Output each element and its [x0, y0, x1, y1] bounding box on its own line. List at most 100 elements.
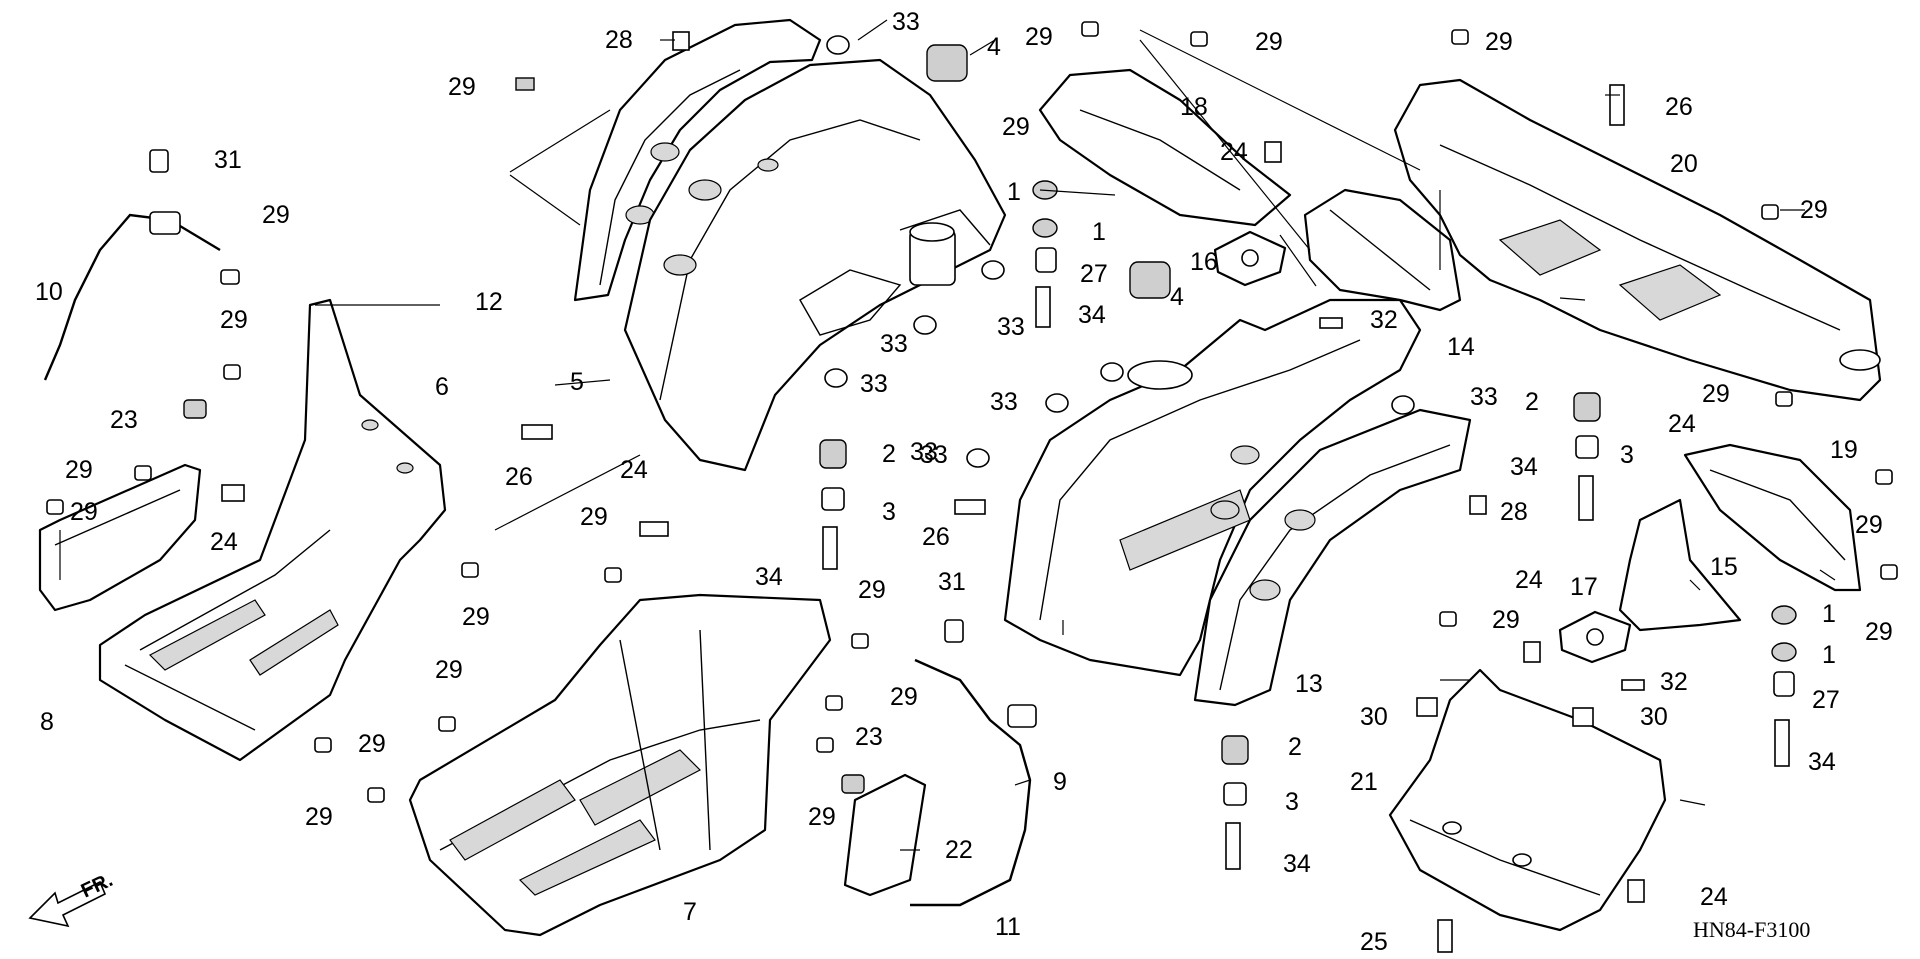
callout-20: 20 — [1670, 150, 1698, 178]
callout-33: 33 — [990, 388, 1018, 416]
callout-33: 33 — [892, 8, 920, 36]
part-13-rear-fender — [1193, 408, 1472, 707]
callout-28: 28 — [1500, 498, 1528, 526]
callout-26: 26 — [505, 463, 533, 491]
callout-34: 34 — [1283, 850, 1311, 878]
callout-33: 33 — [920, 441, 948, 469]
callout-29: 29 — [890, 683, 918, 711]
part-9-rear-inner-fender — [1003, 298, 1422, 677]
part-7-floor-step — [408, 593, 832, 937]
callout-14: 14 — [1447, 333, 1475, 361]
callout-labels: 28 33 4 29 29 29 29 18 29 31 12 29 10 29… — [35, 8, 1893, 956]
part-16-bracket — [1213, 230, 1287, 287]
callout-29: 29 — [1002, 113, 1030, 141]
callout-22: 22 — [945, 836, 973, 864]
callout-4: 4 — [1170, 283, 1184, 311]
part-12-front-fender — [573, 18, 822, 302]
callout-34: 34 — [1510, 453, 1538, 481]
callout-33: 33 — [910, 438, 938, 466]
callout-34: 34 — [1078, 301, 1106, 329]
callout-29: 29 — [580, 503, 608, 531]
callout-3: 3 — [882, 498, 896, 526]
callout-29: 29 — [1485, 28, 1513, 56]
callout-3: 3 — [1620, 441, 1634, 469]
callout-29: 29 — [1800, 196, 1828, 224]
front-direction-arrow: FR. — [28, 869, 116, 928]
part-21-skid-panel — [1388, 668, 1667, 932]
callout-29: 29 — [358, 730, 386, 758]
callout-29: 29 — [1255, 28, 1283, 56]
callout-9: 9 — [1053, 768, 1067, 796]
leader-lines — [59, 19, 1836, 851]
callout-13: 13 — [1295, 670, 1323, 698]
callout-33: 33 — [880, 330, 908, 358]
callout-6: 6 — [435, 373, 449, 401]
callout-29: 29 — [1492, 606, 1520, 634]
callout-29: 29 — [1855, 511, 1883, 539]
callout-2: 2 — [1288, 733, 1302, 761]
callout-29: 29 — [808, 803, 836, 831]
callout-2: 2 — [882, 440, 896, 468]
callout-19: 19 — [1830, 436, 1858, 464]
callout-27: 27 — [1080, 260, 1108, 288]
callout-24: 24 — [210, 528, 238, 556]
part-8-side-panel — [38, 463, 202, 612]
callout-29: 29 — [435, 656, 463, 684]
callout-26: 26 — [1665, 93, 1693, 121]
callout-29: 29 — [1025, 23, 1053, 51]
callout-29: 29 — [1865, 618, 1893, 646]
callout-16: 16 — [1190, 248, 1218, 276]
part-15-side-cover — [1618, 498, 1742, 632]
callout-15: 15 — [1710, 553, 1738, 581]
part-6-front-side-cover — [98, 298, 447, 762]
callout-2: 2 — [1525, 388, 1539, 416]
part-5-front-inner-fender — [623, 58, 1007, 472]
callout-12: 12 — [475, 288, 503, 316]
part-17-bracket — [1558, 610, 1632, 664]
grommets-4 — [926, 44, 1171, 299]
callout-24: 24 — [1700, 883, 1728, 911]
callout-23: 23 — [855, 723, 883, 751]
callout-27: 27 — [1812, 686, 1840, 714]
callout-29: 29 — [220, 306, 248, 334]
callout-29: 29 — [305, 803, 333, 831]
callout-32: 32 — [1370, 306, 1398, 334]
part-20-rear-carrier — [1393, 78, 1882, 402]
callout-5: 5 — [570, 368, 584, 396]
callout-4: 4 — [987, 33, 1001, 61]
callout-24: 24 — [1668, 410, 1696, 438]
callout-29: 29 — [462, 603, 490, 631]
collars — [819, 180, 1797, 806]
callout-18: 18 — [1180, 93, 1208, 121]
callout-29: 29 — [448, 73, 476, 101]
callout-29: 29 — [262, 201, 290, 229]
callout-1: 1 — [1822, 600, 1836, 628]
diagram-code: HN84-F3100 — [1693, 917, 1810, 942]
callout-29: 29 — [1702, 380, 1730, 408]
part-11-stay — [910, 658, 1037, 907]
part-22-reflector — [843, 773, 927, 897]
callout-30: 30 — [1360, 703, 1388, 731]
screw-29 — [46, 21, 1898, 803]
callout-25: 25 — [1360, 928, 1388, 956]
callout-29: 29 — [858, 576, 886, 604]
callout-30: 30 — [1640, 703, 1668, 731]
washers-33 — [824, 35, 1415, 468]
part-14-rear-guard — [1303, 188, 1462, 312]
callout-33: 33 — [1470, 383, 1498, 411]
callout-7: 7 — [683, 898, 697, 926]
callout-21: 21 — [1350, 768, 1378, 796]
callout-23: 23 — [110, 406, 138, 434]
screws-31-32 — [149, 149, 1645, 691]
clips — [183, 31, 1594, 794]
callout-10: 10 — [35, 278, 63, 306]
callout-33: 33 — [997, 313, 1025, 341]
part-10-stay — [43, 211, 221, 381]
callout-3: 3 — [1285, 788, 1299, 816]
callout-33: 33 — [860, 370, 888, 398]
callout-1: 1 — [1092, 218, 1106, 246]
callout-31: 31 — [938, 568, 966, 596]
callout-8: 8 — [40, 708, 54, 736]
callout-17: 17 — [1570, 573, 1598, 601]
